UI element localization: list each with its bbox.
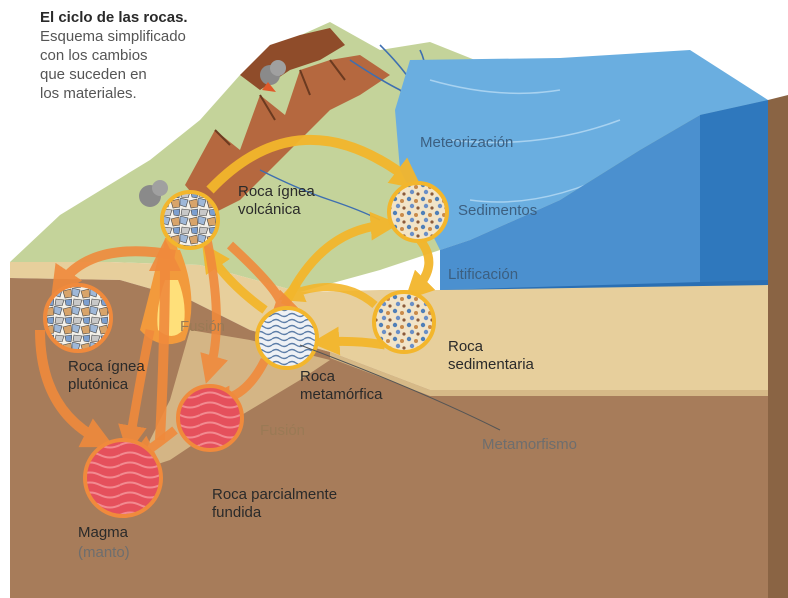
roca-ignea-volcanica-sample <box>162 192 218 248</box>
diagram-title: El ciclo de las rocas. <box>40 8 260 27</box>
label-magma: Magma <box>78 524 128 542</box>
label-fusion-1: Fusión <box>180 318 225 336</box>
diagram-description: Esquema simplificado con los cambios que… <box>40 27 260 103</box>
label-sedimentos: Sedimentos <box>458 202 537 220</box>
label-fusion-2: Fusión <box>260 422 305 440</box>
label-roca-ignea-volcanica: Roca ígnea volcánica <box>238 183 315 219</box>
roca-metamorfica-sample <box>257 308 317 368</box>
roca-parcialmente-fundida-sample <box>178 386 242 450</box>
label-manto: (manto) <box>78 544 130 562</box>
label-metamorfismo: Metamorfismo <box>482 436 577 454</box>
roca-sedimentaria-sample <box>374 292 434 352</box>
label-roca-parcialmente-fundida: Roca parcialmente fundida <box>212 486 337 522</box>
label-roca-sedimentaria: Roca sedimentaria <box>448 338 534 374</box>
magma-sample <box>85 440 161 516</box>
title-block: El ciclo de las rocas. Esquema simplific… <box>40 8 260 103</box>
roca-ignea-plutonica-sample <box>45 285 111 351</box>
label-litificacion: Litificación <box>448 266 518 284</box>
sedimentos-sample <box>389 183 447 241</box>
label-roca-metamorfica: Roca metamórfica <box>300 368 383 404</box>
label-roca-ignea-plutonica: Roca ígnea plutónica <box>68 358 145 394</box>
label-meteorizacion: Meteorización <box>420 134 513 152</box>
